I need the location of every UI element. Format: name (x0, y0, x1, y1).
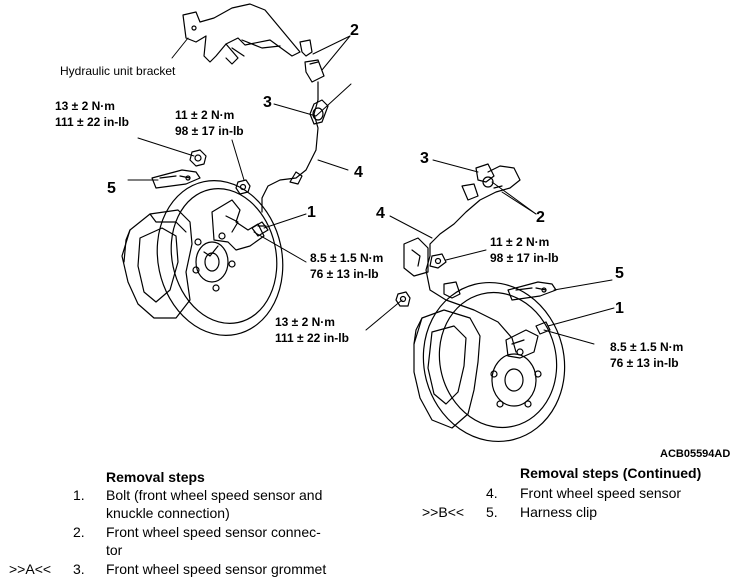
left-callout-2: 2 (350, 22, 359, 39)
step-3-marker: >>A<< (9, 561, 52, 577)
step-5-text: Harness clip (520, 504, 598, 520)
left-callout-4: 4 (354, 164, 363, 181)
removal-steps-continued-title: Removal steps (Continued) (520, 465, 702, 481)
right-knuckle-sensor (505, 321, 551, 359)
leader-lines (127, 35, 615, 345)
removal-steps-continued: Removal steps (Continued) 4. Front wheel… (420, 464, 746, 534)
right-sensor-harness (425, 165, 521, 353)
right-callout-4: 4 (376, 205, 385, 222)
left-hydraulic-bracket (182, 3, 301, 65)
step-5-marker: >>B<< (422, 504, 465, 520)
right-callout-1: 1 (615, 300, 624, 317)
left-torque-a: 13 ± 2 N·m 111 ± 22 in-lb (55, 99, 129, 129)
right-callout-5: 5 (615, 265, 624, 282)
right-brake-assembly (395, 163, 566, 443)
removal-steps-title: Removal steps (106, 469, 205, 485)
right-brake-disc (422, 281, 566, 443)
step-4-text: Front wheel speed sensor (520, 485, 682, 501)
right-torque-mid: 11 ± 2 N·m 98 ± 17 in-lb (490, 235, 559, 265)
right-torque-bolt: 8.5 ± 1.5 N·m 76 ± 13 in-lb (610, 340, 684, 370)
step-2-number: 2. (73, 524, 85, 540)
right-torque-low: 13 ± 2 N·m 111 ± 22 in-lb (275, 315, 349, 345)
left-sensor-connector (299, 39, 325, 83)
step-5-number: 5. (486, 504, 498, 520)
right-callout-2: 2 (536, 209, 545, 226)
left-callout-1: 1 (307, 204, 316, 221)
step-1-number: 1. (73, 487, 85, 503)
left-nut-a (189, 149, 207, 167)
step-1-text-line1: Bolt (front wheel speed sensor and (106, 487, 323, 503)
left-torque-b: 11 ± 2 N·m 98 ± 17 in-lb (175, 108, 244, 138)
right-nut-low (395, 291, 411, 307)
right-sensor-connector (461, 163, 495, 201)
step-2-text-line1: Front wheel speed sensor connec- (106, 524, 321, 540)
right-hydraulic-bracket (403, 237, 447, 277)
hydraulic-unit-bracket-label: Hydraulic unit bracket (60, 64, 176, 78)
step-3-number: 3. (73, 561, 85, 577)
brake-assembly-illustration (121, 3, 615, 443)
left-callout-3: 3 (263, 94, 272, 111)
removal-steps: Removal steps 1. Bolt (front wheel speed… (0, 468, 420, 586)
left-torque-bolt: 8.5 ± 1.5 N·m 76 ± 13 in-lb (310, 251, 384, 281)
step-3-text: Front wheel speed sensor grommet (106, 561, 327, 577)
right-brake-caliper (413, 309, 481, 429)
left-brake-caliper (121, 209, 193, 319)
left-harness-clip (151, 169, 201, 189)
right-callout-3: 3 (420, 150, 429, 167)
left-callout-5: 5 (107, 180, 116, 197)
step-4-number: 4. (486, 485, 498, 501)
figure-code: ACB05594AD (660, 448, 731, 460)
right-sensor-bolt (535, 321, 551, 335)
step-1-text-line2: knuckle connection) (106, 505, 230, 521)
left-knuckle-sensor (203, 199, 269, 257)
left-brake-assembly (121, 3, 329, 336)
step-2-text-line2: tor (106, 542, 123, 558)
left-brake-disc (156, 180, 284, 336)
